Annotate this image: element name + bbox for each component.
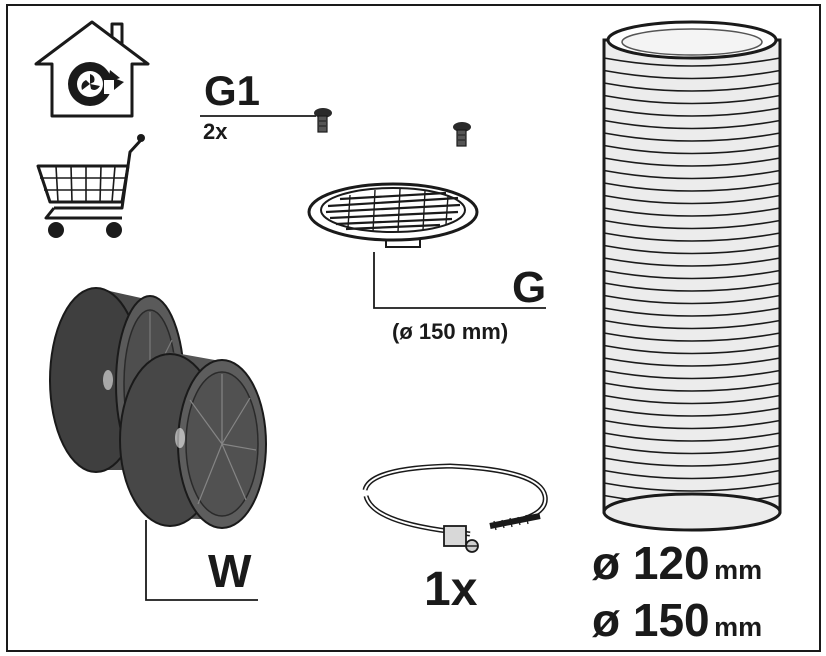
hose-rib [603, 332, 781, 342]
filter-code-label: W [208, 545, 252, 597]
frame-border [6, 4, 821, 652]
filter-front [119, 352, 267, 529]
hose-clamp [362, 463, 548, 553]
hose-diameter-value: ø 150 [592, 594, 710, 646]
hose-rib [603, 444, 781, 455]
hose-rib [603, 419, 781, 430]
hose-rib [603, 369, 781, 380]
hose-diameter-150: ø 150 mm [592, 597, 762, 643]
hose-rib [603, 282, 781, 292]
hose-rib [603, 182, 781, 192]
hose-diameter-120: ø 120 mm [592, 540, 762, 586]
hose-diameter-value: ø 120 [592, 537, 710, 589]
hose-rib [603, 407, 781, 417]
grille-diameter-label: (ø 150 mm) [392, 319, 509, 344]
hose-rib [603, 344, 781, 355]
hose-rib [603, 432, 781, 442]
hose-rib [603, 194, 781, 205]
hose-rib [603, 94, 781, 105]
hose-rib [603, 357, 781, 367]
hose-rib [603, 469, 781, 480]
grille-g [307, 182, 546, 309]
screw-g1-callout [200, 108, 471, 147]
shopping-cart-icon [36, 134, 145, 238]
hose-rib [603, 269, 781, 280]
hose-rib [603, 319, 781, 330]
grille-code-label: G [512, 263, 547, 312]
hose-rib [603, 294, 781, 305]
hose-rib [603, 307, 781, 317]
carbon-filter-w [49, 287, 267, 601]
hose-rib [603, 144, 781, 155]
hose-rib [603, 69, 781, 80]
hose-rib [603, 82, 781, 92]
screw-code-label: G1 [204, 67, 261, 114]
hose-rib [603, 57, 781, 67]
screw-quantity-label: 2x [203, 119, 228, 144]
hose-rib [603, 169, 781, 180]
flexible-hose [602, 20, 782, 532]
hose-rib [603, 394, 781, 405]
hose-rib [603, 107, 781, 117]
clamp-quantity-label: 1x [424, 563, 478, 616]
recirculation-house-icon [34, 20, 150, 118]
grille-leader-line [373, 252, 546, 309]
hose-rib [603, 257, 781, 267]
hose-diameter-unit: mm [714, 555, 763, 585]
hose-rib [603, 207, 781, 217]
filter-leader-line [145, 520, 258, 601]
screw-left [314, 108, 332, 133]
hose-rib [603, 157, 781, 167]
hose-bottom-rim [602, 492, 782, 532]
hose-rib [603, 457, 781, 467]
hose-rib [603, 482, 781, 492]
hose-diameter-unit: mm [714, 612, 763, 642]
hose-rib [603, 119, 781, 130]
hose-rib [603, 219, 781, 230]
hose-rib [603, 244, 781, 255]
hose-rib [603, 382, 781, 392]
screw-right [453, 122, 471, 147]
hose-rib [603, 132, 781, 142]
hose-rib [603, 232, 781, 242]
hose-ribs [603, 57, 781, 505]
